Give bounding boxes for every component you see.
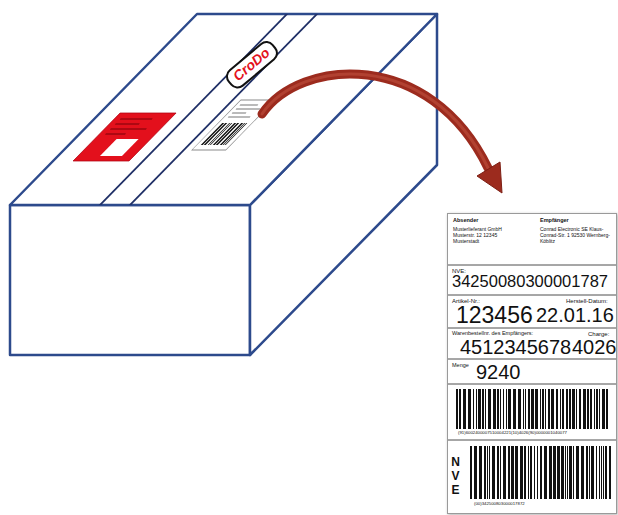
label-rule [448,295,617,296]
barcode [456,389,608,429]
sticker-window [100,139,139,156]
label-rule [448,328,617,329]
carton-top [10,14,437,205]
vertical-label: N V E [451,456,460,497]
field-value: 34250080300001787 [452,273,608,290]
label-rule [448,359,617,360]
mini-barcode [201,123,248,145]
label-rule [448,265,617,266]
zoom-arrow-head [477,162,502,193]
sticker-print [110,128,146,129]
field-label: Warenbestellnr. des Empfängers: [452,331,533,337]
sticker-print [120,118,152,119]
carton-front [10,205,250,355]
label-rule [448,440,617,441]
shipping-label: AbsenderMusterlieferant GmbH Musterstr. … [447,213,617,514]
field-value: 22.01.16 [536,305,614,325]
zoom-arrow-shaft [262,74,488,168]
red-sticker [73,113,176,161]
barcode [470,446,611,499]
sticker-print [115,123,139,124]
field-label: Menge [452,363,469,369]
zoom-arrow-highlight [262,74,488,168]
barcode-text: (91)6002400007510004221(10)4026(90)00000… [458,431,567,435]
sticker-print [106,133,126,134]
field-heading: Absender [453,218,478,224]
label-print [240,104,258,105]
address-block: Musterlieferant GmbH Musterstr. 12 12345… [453,226,517,244]
label-print [236,108,260,109]
field-value: 4512345678 [460,337,571,357]
field-value: 4026 [572,337,617,357]
label-rules [448,214,617,514]
tape-edge [100,14,287,205]
field-heading: Empfänger [540,218,569,224]
label-print [228,116,250,117]
address-block: Conrad Electronic SE Klaus-Conrad-Str. 1… [540,226,614,244]
top-face-group [30,14,359,205]
tape-edge [130,14,317,205]
field-value: 123456 [456,304,533,327]
label-print [232,112,246,113]
field-label: Herstell-Datum: [566,298,608,304]
barcode-text: (00)342500803000017872 [474,502,525,506]
label-rule [448,384,617,385]
field-value: 9240 [476,362,521,382]
